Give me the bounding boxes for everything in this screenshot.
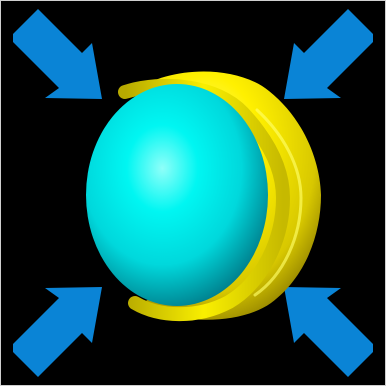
arrow-bottom-left-icon <box>13 287 102 377</box>
arrow-top-left-icon <box>13 9 102 99</box>
inner-sphere <box>86 84 268 306</box>
arrow-top-right-icon <box>284 9 373 99</box>
arrow-bottom-right-icon <box>284 287 373 377</box>
